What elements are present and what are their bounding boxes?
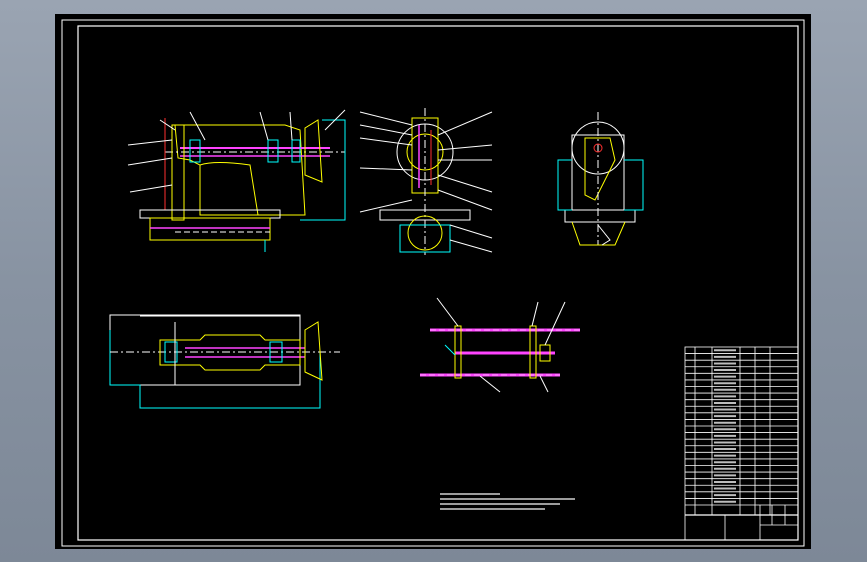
plan-arm	[159, 334, 301, 371]
end-bracket	[597, 224, 611, 246]
side-leader-5	[359, 199, 413, 213]
front-section-view	[127, 109, 346, 252]
side-leader-4	[359, 167, 413, 171]
side-leader-10	[437, 189, 493, 211]
title-block-frame	[684, 346, 799, 541]
detail-leader-2	[531, 301, 539, 327]
leader-6	[259, 111, 269, 141]
end-view	[557, 112, 644, 246]
side-leader-3	[359, 137, 413, 146]
leader-2	[127, 157, 173, 166]
side-leader-2	[359, 124, 413, 136]
plan-dimension-frame	[109, 330, 321, 409]
arm-inner-cavity	[199, 162, 259, 216]
bearing-left	[189, 139, 201, 163]
end-dim-left	[557, 159, 572, 211]
inner-frame	[77, 25, 799, 541]
plan-bearing-2	[269, 341, 283, 363]
detail-leader-3	[544, 301, 566, 346]
side-leader-9	[437, 174, 493, 193]
handwheel-section	[304, 119, 323, 183]
leader-1	[127, 139, 173, 146]
detail-leader-1	[436, 297, 459, 327]
shaft-detail-view	[420, 297, 580, 393]
side-leader-6	[437, 111, 493, 136]
bed-base	[149, 217, 271, 241]
technical-notes	[440, 493, 575, 510]
arm-housing-outline	[174, 124, 306, 216]
side-bed	[379, 209, 471, 221]
needle-bar-column	[171, 124, 185, 221]
parts-list-rows	[685, 349, 798, 506]
leader-7	[289, 111, 293, 141]
bearing-outer	[291, 139, 301, 163]
bed-plate	[139, 209, 281, 219]
plan-bearing-1	[164, 341, 178, 363]
outer-frame	[61, 19, 805, 547]
leader-3	[129, 184, 173, 193]
side-leader-1	[359, 111, 413, 126]
side-leader-11	[449, 224, 493, 239]
side-leader-7	[437, 144, 493, 151]
leader-5	[189, 111, 206, 141]
detail-cam	[444, 344, 456, 356]
plan-outline	[109, 314, 301, 386]
leader-8	[324, 109, 346, 131]
detail-leader-5	[539, 375, 549, 393]
end-cam	[584, 137, 616, 201]
side-leader-12	[449, 239, 493, 253]
end-dim-right	[624, 159, 644, 211]
leader-4	[159, 119, 176, 131]
bearing-right	[267, 139, 279, 163]
side-base-dim	[399, 224, 451, 253]
plan-section-view	[109, 314, 340, 409]
height-dimension	[300, 119, 346, 221]
side-hub	[406, 133, 444, 171]
end-axle	[593, 143, 603, 153]
end-foot	[571, 221, 626, 246]
plan-handwheel	[304, 321, 323, 381]
end-base	[564, 209, 636, 223]
side-section-view	[359, 108, 493, 255]
title-block	[684, 346, 799, 541]
detail-collar-2	[529, 325, 537, 379]
detail-leader-4	[479, 375, 501, 393]
side-lower-wheel	[407, 215, 443, 251]
